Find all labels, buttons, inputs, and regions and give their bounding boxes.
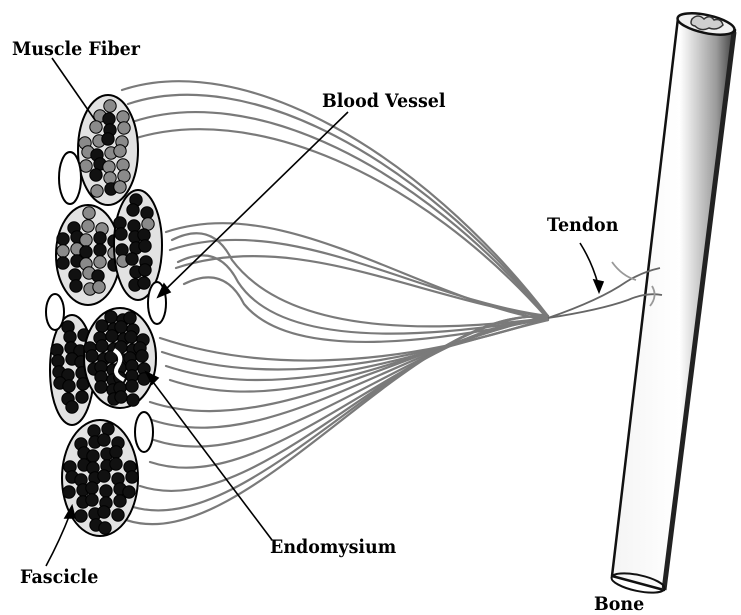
muscle-fiber-cell: [51, 344, 63, 356]
bone: [610, 9, 736, 596]
endomysium-leader: [150, 378, 272, 540]
muscle-fiber-cell: [86, 494, 98, 506]
muscle-fiber-cell: [127, 394, 139, 406]
muscle-fiber-cell: [100, 485, 112, 497]
muscle-fiber-cell: [126, 471, 138, 483]
muscle-fiber-cell: [128, 220, 140, 232]
muscle-fiber-cell: [136, 350, 148, 362]
muscle-fiber-cell: [103, 113, 115, 125]
muscle-fiber-cell: [69, 269, 81, 281]
muscle-fiber-cell: [99, 522, 111, 534]
muscle-fiber-cell: [114, 495, 126, 507]
muscle-fiber-cell: [91, 185, 103, 197]
label-muscle-fiber: Muscle Fiber: [12, 40, 140, 59]
muscle-fiber-cell: [110, 446, 122, 458]
muscle-fiber-cell: [66, 401, 78, 413]
blood-vessel: [46, 294, 64, 330]
muscle-fiber-cell: [57, 257, 69, 269]
muscle-fiber-cell: [116, 244, 128, 256]
muscle-fiber-cell: [88, 425, 100, 437]
muscle-fiber-cell: [83, 207, 95, 219]
fiber-strand: [130, 129, 548, 319]
muscle-fiber-cell: [138, 277, 150, 289]
muscle-fiber-cell: [96, 340, 108, 352]
muscle-fiber-cell: [94, 256, 106, 268]
tendon-arrowhead: [594, 280, 603, 292]
blood-vessel: [135, 412, 153, 452]
muscle-fiber-cell: [114, 217, 126, 229]
muscle-fiber-cell: [64, 331, 76, 343]
muscle-fiber-cell: [95, 381, 107, 393]
muscle-fiber-cell: [127, 204, 139, 216]
muscle-fiber-cell: [80, 160, 92, 172]
muscle-fiber-cell: [70, 280, 82, 292]
muscle-fiber-cell: [93, 281, 105, 293]
muscle-fiber-cell: [75, 510, 87, 522]
muscle-fiber-cell: [86, 482, 98, 494]
muscle-fiber-leader: [52, 58, 95, 120]
blood-vessel-leader: [163, 112, 348, 292]
label-endomysium: Endomysium: [270, 538, 396, 557]
muscle-fiber-cell: [112, 509, 124, 521]
muscle-fiber-cell: [63, 380, 75, 392]
muscle-fiber-cell: [52, 355, 64, 367]
muscle-fiber-cell: [98, 506, 110, 518]
muscle-fiber-cell: [82, 220, 94, 232]
fascicle: [56, 205, 120, 305]
label-blood-vessel: Blood Vessel: [322, 92, 446, 111]
muscle-fiber-cell: [118, 122, 130, 134]
muscle-fiber-cell: [138, 229, 150, 241]
muscle-fiber-cell: [90, 169, 102, 181]
label-fascicle: Fascicle: [20, 568, 98, 587]
fascicle-leader: [46, 514, 70, 566]
fascicle: [78, 95, 138, 205]
muscle-fiber-cell: [104, 172, 116, 184]
muscle-fiber-cell: [98, 470, 110, 482]
tendon-leader: [580, 243, 598, 284]
muscle-fiber-cell: [90, 121, 102, 133]
muscle-fiber-cell: [125, 331, 137, 343]
fascicle: [84, 308, 156, 408]
muscle-fiber-cell: [92, 270, 104, 282]
muscle-fiber-cell: [63, 486, 75, 498]
muscle-fiber-cell: [117, 111, 129, 123]
blood-vessel: [59, 152, 81, 204]
muscle-fiber-cell: [94, 232, 106, 244]
muscle-fiber-cell: [94, 244, 106, 256]
muscle-fiber-cell: [110, 458, 122, 470]
muscle-fiber-cell: [114, 145, 126, 157]
muscle-fiber-cell: [57, 233, 69, 245]
fiber-strand: [122, 81, 548, 316]
muscle-fiber-cell: [114, 181, 126, 193]
label-tendon: Tendon: [547, 216, 618, 235]
muscle-fiber-cell: [102, 133, 114, 145]
muscle-fiber-cell: [117, 159, 129, 171]
fiber-strand: [132, 112, 548, 318]
muscle-fiber-cell: [104, 100, 116, 112]
muscle-fiber-cell: [139, 264, 151, 276]
muscle-fiber-cell: [106, 330, 118, 342]
muscle-fiber-cell: [98, 434, 110, 446]
muscle-fiber-cell: [57, 245, 69, 257]
muscle-fiber-cell: [115, 391, 127, 403]
muscle-fiber-cell: [126, 253, 138, 265]
label-bone: Bone: [594, 595, 644, 614]
muscle-fiber-cell: [141, 207, 153, 219]
fiber-strand: [172, 233, 548, 326]
muscle-fiber-cell: [139, 240, 151, 252]
muscle-fiber-cell: [96, 320, 108, 332]
muscle-fiber-strands: [122, 81, 548, 524]
muscle-fiber-cell: [86, 350, 98, 362]
muscle-fiber-cell: [115, 228, 127, 240]
muscle-fiber-cell: [76, 391, 88, 403]
muscle-fiber-cell: [126, 380, 138, 392]
muscle-fiber-cell: [103, 161, 115, 173]
